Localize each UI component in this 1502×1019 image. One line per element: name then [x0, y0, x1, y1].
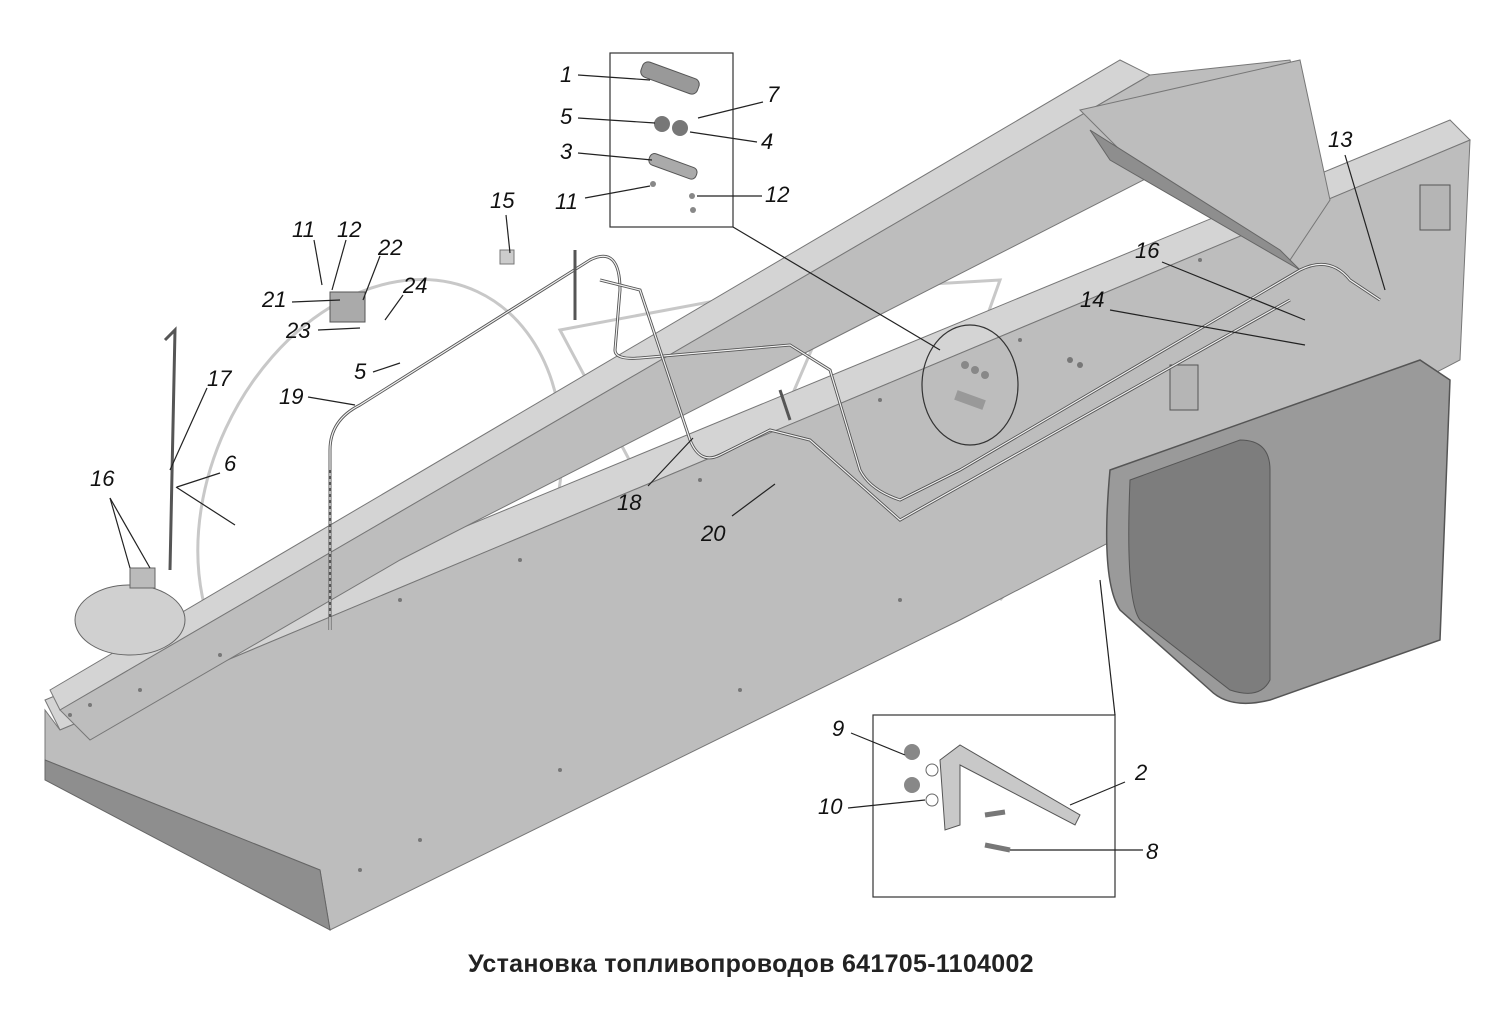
callout-6: 6 — [224, 451, 237, 476]
callout-19: 19 — [279, 384, 303, 409]
callout-20: 20 — [700, 521, 726, 546]
callout-5: 5 — [560, 104, 573, 129]
exploded-clamp-parts — [329, 61, 700, 323]
callout-24: 24 — [402, 273, 427, 298]
callout-5: 5 — [354, 359, 367, 384]
fuel-filter-canister — [74, 326, 186, 656]
callout-10: 10 — [818, 794, 843, 819]
callout-12: 12 — [765, 182, 789, 207]
callout-1: 1 — [560, 62, 572, 87]
callout-7: 7 — [767, 82, 780, 107]
frame-rail-near — [44, 119, 1471, 931]
callout-2: 2 — [1134, 760, 1147, 785]
detail-frames — [609, 52, 1116, 898]
crossmember — [1079, 59, 1331, 271]
callout-9: 9 — [832, 716, 844, 741]
callout-12: 12 — [337, 217, 361, 242]
callout-23: 23 — [285, 318, 311, 343]
callout-14: 14 — [1080, 287, 1104, 312]
callout-3: 3 — [560, 139, 573, 164]
callout-11: 11 — [292, 217, 315, 242]
frame-rail-far — [49, 59, 1301, 741]
leader-lines — [109, 74, 1386, 851]
fuel-pipelines — [328, 250, 1381, 630]
callout-8: 8 — [1146, 839, 1159, 864]
fuel-tank — [1105, 184, 1451, 705]
callout-18: 18 — [617, 490, 642, 515]
callout-4: 4 — [761, 129, 773, 154]
callout-15: 15 — [490, 188, 515, 213]
callout-21: 21 — [261, 287, 286, 312]
frame-holes — [68, 258, 1202, 872]
callout-22: 22 — [377, 235, 402, 260]
diagram-title: Установка топливопроводов 641705-1104002 — [468, 950, 1034, 978]
callout-labels: 1 7 5 4 3 11 12 15 11 12 22 21 24 23 5 1… — [90, 62, 1353, 864]
callout-13: 13 — [1328, 127, 1353, 152]
bracket-parts — [904, 744, 1081, 853]
clamp-group-on-frame — [954, 357, 1083, 410]
callout-16: 16 — [1135, 238, 1160, 263]
callout-16: 16 — [90, 466, 115, 491]
callout-17: 17 — [207, 366, 232, 391]
callout-11: 11 — [555, 189, 578, 214]
